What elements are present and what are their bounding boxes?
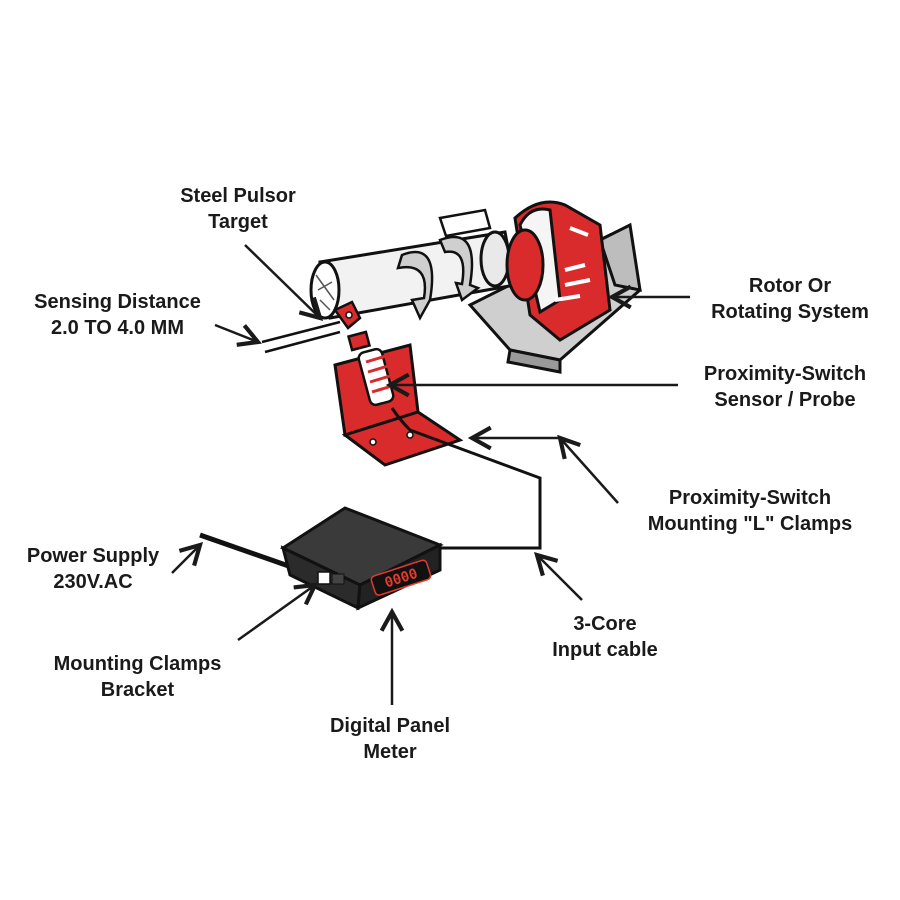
label-input-cable-line1: 3-Core xyxy=(573,613,637,635)
input-cable xyxy=(390,407,542,550)
sensing-distance-arrow xyxy=(214,323,258,342)
label-rotor-line2: Rotating System xyxy=(711,301,869,323)
sensing-gap-lines xyxy=(261,320,341,354)
label-sensing-distance: Sensing Distance 2.0 TO 4.0 MM xyxy=(10,289,225,341)
steel-pulsor-arrow xyxy=(244,244,320,318)
mounting-clamps-arrow xyxy=(237,585,315,642)
steel-pulsor-target xyxy=(333,300,362,330)
digital-panel-meter xyxy=(279,506,444,611)
label-mounting-clamps-line2: Bracket xyxy=(100,679,175,701)
label-l-clamps-line1: Proximity-Switch xyxy=(668,487,832,509)
label-rotor: Rotor Or Rotating System xyxy=(690,273,890,325)
label-panel-meter-line2: Meter xyxy=(363,741,417,763)
label-rotor-line1: Rotor Or xyxy=(748,275,832,297)
label-sensing-distance-line1: Sensing Distance xyxy=(34,291,201,313)
label-panel-meter-line1: Digital Panel xyxy=(329,715,451,737)
label-steel-pulsor-line1: Steel Pulsor xyxy=(180,185,296,207)
rotor-housing xyxy=(505,200,612,342)
l-clamps-arrow xyxy=(560,438,619,504)
label-input-cable: 3-Core Input cable xyxy=(525,611,685,663)
label-probe-line2: Sensor / Probe xyxy=(714,389,856,411)
rotation-arrows xyxy=(396,208,492,321)
label-input-cable-line2: Input cable xyxy=(552,639,658,661)
power-cable xyxy=(199,532,301,573)
label-sensing-distance-line2: 2.0 TO 4.0 MM xyxy=(50,317,184,339)
callout-arrows xyxy=(171,244,690,705)
label-l-clamps-line2: Mounting "L" Clamps xyxy=(647,513,853,535)
label-power-supply: Power Supply 230V.AC xyxy=(8,543,178,595)
label-l-clamps: Proximity-Switch Mounting "L" Clamps xyxy=(620,485,880,537)
l-bracket xyxy=(333,343,464,467)
label-panel-meter: Digital Panel Meter xyxy=(300,713,480,765)
label-steel-pulsor-line2: Target xyxy=(208,211,268,233)
input-cable-arrow xyxy=(537,555,583,601)
power-supply-arrow xyxy=(171,545,200,574)
label-steel-pulsor: Steel Pulsor Target xyxy=(158,183,318,235)
label-probe: Proximity-Switch Sensor / Probe xyxy=(680,361,890,413)
label-mounting-clamps-line1: Mounting Clamps xyxy=(53,653,222,675)
label-probe-line1: Proximity-Switch xyxy=(703,363,867,385)
label-power-supply-line2: 230V.AC xyxy=(53,571,133,593)
label-mounting-clamps: Mounting Clamps Bracket xyxy=(30,651,245,703)
label-power-supply-line1: Power Supply xyxy=(26,545,160,567)
